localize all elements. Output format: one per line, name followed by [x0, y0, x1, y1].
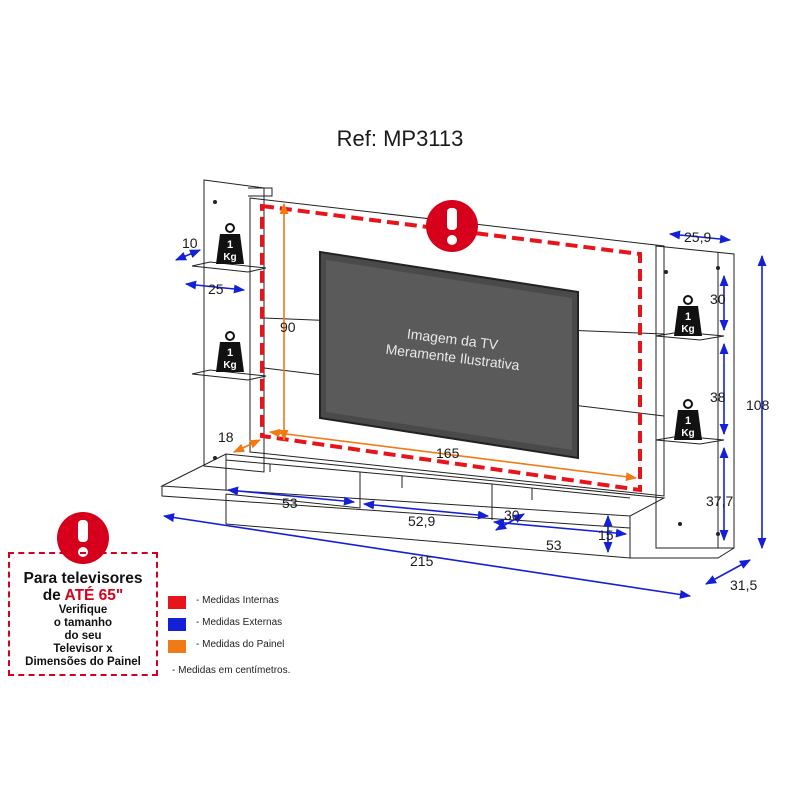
dim-niche-3: 53: [546, 537, 562, 553]
svg-text:1: 1: [685, 415, 691, 427]
svg-text:Kg: Kg: [681, 428, 694, 439]
rack-top: [160, 453, 666, 517]
dimension-labels: 10 25 25,9 30 38 37,7 108 90 165 18 53 5…: [182, 229, 770, 593]
warning-line1: Para televisores: [23, 570, 143, 587]
left-side-panel: [203, 179, 265, 473]
dim-niche-height: 15: [598, 527, 614, 543]
dim-niche-3-depth: 30: [504, 507, 520, 523]
warning-detail-4: Televisor x: [53, 643, 113, 655]
warning-icon-top: [426, 200, 478, 252]
dim-panel-height: 90: [280, 319, 296, 335]
right-shelf-bottom: [655, 435, 725, 445]
warning-line2: de ATÉ 65": [42, 587, 124, 604]
dim-right-gap-top: 30: [710, 291, 726, 307]
legend-item-external: - Medidas Externas: [168, 614, 368, 636]
right-shelf-top: [655, 331, 725, 341]
external-dimensions: [162, 230, 767, 599]
tv-size-warning: Para televisores de ATÉ 65" Verifique o …: [8, 552, 158, 676]
dim-niche-1: 53: [282, 495, 298, 511]
panel-dimensions: [232, 202, 638, 482]
weight-badge-left-bottom: 1 Kg: [216, 331, 244, 372]
svg-text:Kg: Kg: [681, 324, 694, 335]
left-shelf-bottom: [191, 369, 267, 381]
svg-text:Kg: Kg: [223, 252, 236, 263]
warning-icon-box: [57, 512, 109, 564]
dim-rack-height: 18: [218, 429, 234, 445]
legend-label-internal: - Medidas Internas: [196, 595, 279, 606]
legend-item-internal: - Medidas Internas: [168, 592, 368, 614]
dim-right-gap-bottom: 37,7: [706, 493, 733, 509]
warning-detail-2: o tamanho: [53, 617, 113, 629]
weight-badge-right-bottom: 1 Kg: [674, 399, 702, 440]
legend-swatch-panel: [168, 640, 186, 653]
dim-niche-2: 52,9: [408, 513, 435, 529]
legend-label-panel: - Medidas do Painel: [196, 639, 285, 650]
dim-right-gap-mid: 38: [710, 389, 726, 405]
svg-text:Kg: Kg: [223, 360, 236, 371]
dim-right-top-depth: 25,9: [684, 229, 711, 245]
dim-left-shelf-width: 25: [208, 281, 224, 297]
svg-text:1: 1: [227, 347, 233, 359]
internal-area-outline: [260, 203, 642, 493]
ref-title: Ref: MP3113: [336, 126, 464, 151]
dim-total-depth: 31,5: [730, 577, 757, 593]
legend-item-panel: - Medidas do Painel: [168, 636, 368, 658]
tv-screen: Imagem da TV Meramente Ilustrativa: [319, 250, 579, 460]
svg-text:1: 1: [227, 239, 233, 251]
dim-total-height: 108: [746, 397, 770, 413]
weight-badge-left-top: 1 Kg: [216, 223, 244, 264]
dim-total-width: 215: [410, 553, 434, 569]
weight-badge-right-top: 1 Kg: [674, 295, 702, 336]
warning-detail-5: Dimensões do Painel: [25, 656, 141, 668]
legend: - Medidas Internas - Medidas Externas - …: [168, 592, 368, 676]
furniture-outline: [160, 179, 735, 559]
dim-panel-width: 165: [436, 445, 460, 461]
warning-detail-3: do seu: [64, 630, 102, 642]
left-shelf-top: [191, 261, 267, 273]
dim-left-shelf-depth: 10: [182, 235, 198, 251]
legend-label-external: - Medidas Externas: [196, 617, 283, 628]
warning-detail-1: Verifique: [58, 604, 108, 616]
legend-note: - Medidas em centímetros.: [172, 665, 291, 676]
svg-text:1: 1: [685, 311, 691, 323]
legend-swatch-external: [168, 618, 186, 631]
legend-swatch-internal: [168, 596, 186, 609]
